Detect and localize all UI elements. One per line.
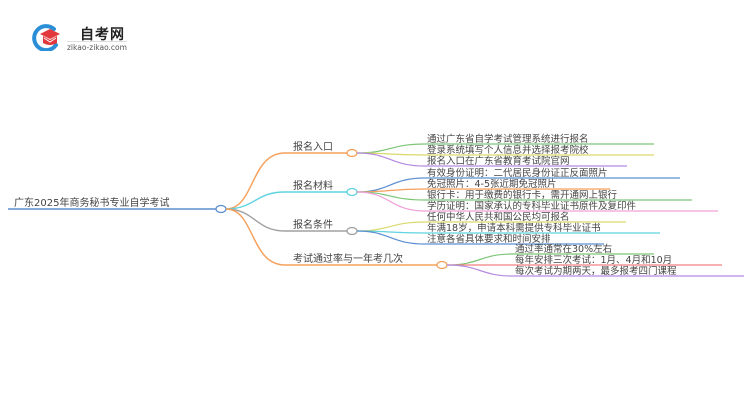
leaf-item[interactable]: 登录系统填写个人信息并选择报考院校 <box>425 144 654 156</box>
site-logo[interactable]: 自考网 zikao-zikao.com <box>32 22 152 52</box>
branch-collapse-toggle[interactable] <box>346 148 358 158</box>
svg-text:通过率通常在30%左右: 通过率通常在30%左右 <box>515 243 612 255</box>
branch-label: 考试通过率与一年考几次 <box>293 252 403 265</box>
branch-collapse-toggle[interactable] <box>346 226 358 236</box>
leaf-item[interactable]: 每年安排三次考试：1月、4月和10月 <box>513 254 722 266</box>
logo-subtitle: zikao-zikao.com <box>67 41 127 52</box>
branch-registration-entry[interactable]: 报名入口 <box>285 140 358 158</box>
leaf-item[interactable]: 有效身份证明：二代居民身份证正反面照片 <box>425 167 680 179</box>
branch-label: 报名条件 <box>293 218 333 231</box>
leaf-item[interactable]: 每次考试为期两天，最多报考四门课程 <box>513 265 744 277</box>
svg-text:免冠照片：4-5张近期免冠照片: 免冠照片：4-5张近期免冠照片 <box>427 178 557 190</box>
leaf-item[interactable]: 年满18岁，申请本科需提供专科毕业证书 <box>425 222 660 234</box>
branch-collapse-toggle[interactable] <box>436 260 448 270</box>
svg-text:每次考试为期两天，最多报考四门课程: 每次考试为期两天，最多报考四门课程 <box>515 265 677 277</box>
svg-text:年满18岁，申请本科需提供专科毕业证书: 年满18岁，申请本科需提供专科毕业证书 <box>427 222 601 234</box>
leaf-item[interactable]: 通过率通常在30%左右 <box>513 243 654 255</box>
svg-text:学历证明：国家承认的专科毕业证书原件及复印件: 学历证明：国家承认的专科毕业证书原件及复印件 <box>427 200 637 212</box>
branch-pass-rate-frequency[interactable]: 考试通过率与一年考几次 <box>285 252 448 270</box>
leaf-item[interactable]: 银行卡：用于缴费的银行卡，需开通网上银行 <box>425 189 692 201</box>
root-label: 广东2025年商务秘书专业自学考试 <box>14 196 169 209</box>
branch-label: 报名入口 <box>293 140 333 153</box>
branch-label: 报名材料 <box>293 179 333 192</box>
leaf-item[interactable]: 注意各省具体要求和时间安排 <box>425 233 604 245</box>
branch-registration-conditions[interactable]: 报名条件 <box>285 218 358 236</box>
svg-text:登录系统填写个人信息并选择报考院校: 登录系统填写个人信息并选择报考院校 <box>427 144 589 156</box>
svg-text:每年安排三次考试：1月、4月和10月: 每年安排三次考试：1月、4月和10月 <box>515 254 672 266</box>
leaf-item[interactable]: 通过广东省自学考试管理系统进行报名 <box>425 133 654 145</box>
leaf-item[interactable]: 报名入口在广东省教育考试院官网 <box>425 155 627 167</box>
leaf-item[interactable]: 免冠照片：4-5张近期免冠照片 <box>425 178 610 190</box>
root-collapse-toggle[interactable] <box>215 204 227 214</box>
branch-registration-materials[interactable]: 报名材料 <box>285 179 358 197</box>
root-node[interactable]: 广东2025年商务秘书专业自学考试 <box>8 196 227 214</box>
svg-text:有效身份证明：二代居民身份证正反面照片: 有效身份证明：二代居民身份证正反面照片 <box>427 167 608 179</box>
svg-text:银行卡：用于缴费的银行卡，需开通网上银行: 银行卡：用于缴费的银行卡，需开通网上银行 <box>427 189 618 201</box>
svg-text:任何中华人民共和国公民均可报名: 任何中华人民共和国公民均可报名 <box>427 211 570 223</box>
svg-text:注意各省具体要求和时间安排: 注意各省具体要求和时间安排 <box>427 233 551 245</box>
leaf-item[interactable]: 学历证明：国家承认的专科毕业证书原件及复印件 <box>425 200 718 212</box>
branch-collapse-toggle[interactable] <box>346 187 358 197</box>
leaf-item[interactable]: 任何中华人民共和国公民均可报名 <box>425 211 626 223</box>
logo-title: 自考网 <box>80 27 125 43</box>
graduation-cap-logo-icon <box>32 24 60 51</box>
svg-text:报名入口在广东省教育考试院官网: 报名入口在广东省教育考试院官网 <box>427 155 570 167</box>
svg-text:通过广东省自学考试管理系统进行报名: 通过广东省自学考试管理系统进行报名 <box>427 133 589 145</box>
